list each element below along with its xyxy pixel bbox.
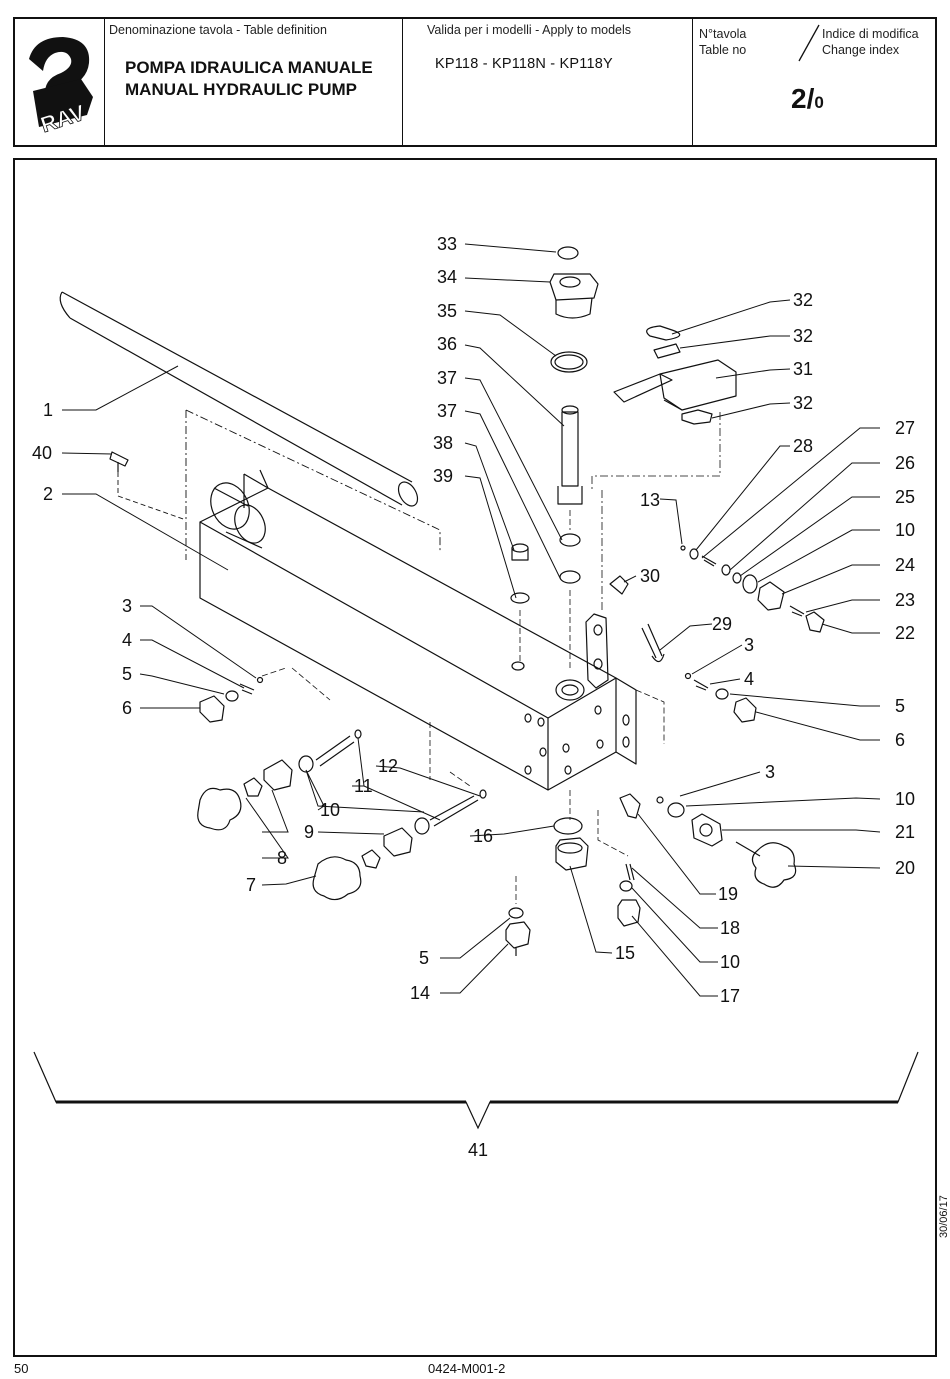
- label-11: 11: [354, 776, 373, 796]
- logo-cell: RAV: [15, 19, 105, 145]
- revision-date: 30/06/17: [938, 1195, 950, 1238]
- label-20: 20: [895, 858, 915, 878]
- part-right-check-valve: [635, 672, 757, 744]
- label-26: 26: [895, 453, 915, 473]
- rav-logo: RAV: [29, 37, 93, 138]
- label-1: 1: [43, 400, 53, 420]
- definition-caption: Denominazione tavola - Table definition: [109, 23, 327, 37]
- label-32-lower: 32: [793, 393, 813, 413]
- diagram-frame: [13, 158, 937, 1357]
- label-3-right: 3: [744, 635, 754, 655]
- label-3-left: 3: [122, 596, 132, 616]
- table-no-italian: N°tavola: [699, 27, 747, 41]
- part-lever-bracket: [591, 325, 737, 610]
- document-code: 0424-M001-2: [428, 1361, 506, 1376]
- label-14: 14: [410, 983, 430, 1003]
- label-32-middle: 32: [793, 326, 813, 346]
- label-5-left: 5: [122, 664, 132, 684]
- part-handle-tube: [59, 291, 419, 507]
- change-index-italian: Indice di modifica: [822, 27, 919, 41]
- label-4-right: 4: [744, 669, 754, 689]
- label-5-right: 5: [895, 696, 905, 716]
- label-10-bottom: 10: [720, 952, 740, 972]
- slash-divider: [798, 24, 820, 62]
- label-19: 19: [718, 884, 738, 904]
- label-6-left: 6: [122, 698, 132, 718]
- label-23: 23: [895, 590, 915, 610]
- label-2: 2: [43, 484, 53, 504]
- label-40: 40: [32, 443, 52, 463]
- label-10-upper: 10: [895, 520, 915, 540]
- page-number: 50: [14, 1361, 29, 1376]
- change-index-english: Change index: [822, 43, 900, 57]
- label-17: 17: [720, 986, 740, 1006]
- label-34: 34: [437, 267, 457, 287]
- title-italian: POMPA IDRAULICA MANUALE: [125, 58, 373, 77]
- label-37a: 37: [437, 368, 457, 388]
- label-25: 25: [895, 487, 915, 507]
- part-piston-assembly: [510, 246, 599, 670]
- label-12: 12: [378, 756, 398, 776]
- label-16: 16: [473, 826, 493, 846]
- models-caption: Valida per i modelli - Apply to models: [427, 23, 632, 37]
- part-wing-screw-40: [109, 451, 187, 521]
- label-31: 31: [793, 359, 813, 379]
- table-number: 2/0: [791, 83, 824, 114]
- label-38: 38: [433, 433, 453, 453]
- label-4-left: 4: [122, 630, 132, 650]
- label-27: 27: [895, 418, 915, 438]
- label-28: 28: [793, 436, 813, 456]
- table-no-english: Table no: [699, 43, 747, 57]
- label-8: 8: [277, 848, 287, 868]
- models-cell: Valida per i modelli - Apply to models K…: [403, 19, 693, 145]
- table-definition-cell: Denominazione tavola - Table definition …: [105, 19, 403, 145]
- label-37b: 37: [437, 401, 457, 421]
- label-24: 24: [895, 555, 915, 575]
- title-english: MANUAL HYDRAULIC PUMP: [125, 80, 358, 99]
- label-22: 22: [895, 623, 915, 643]
- label-41: 41: [468, 1140, 488, 1160]
- label-10-left: 10: [320, 800, 340, 820]
- label-35: 35: [437, 301, 457, 321]
- part-left-check-valve: [199, 667, 287, 723]
- label-36: 36: [437, 334, 457, 354]
- part-release-valve: [619, 793, 797, 888]
- label-29: 29: [712, 614, 732, 634]
- brace-41: [33, 1051, 919, 1130]
- label-3-lower: 3: [765, 762, 775, 782]
- models-list: KP118 - KP118N - KP118Y: [435, 56, 613, 72]
- part-labels: 33 34 35 36 37 37 38 39 1 40 2 3 4 5 6 7…: [32, 234, 915, 1160]
- label-5-bottom: 5: [419, 948, 429, 968]
- label-9: 9: [304, 822, 314, 842]
- label-13: 13: [640, 490, 660, 510]
- label-18: 18: [720, 918, 740, 938]
- label-21: 21: [895, 822, 915, 842]
- part-pump-body: [199, 469, 637, 791]
- label-10-right: 10: [895, 789, 915, 809]
- label-32-upper: 32: [793, 290, 813, 310]
- label-15: 15: [615, 943, 635, 963]
- label-30: 30: [640, 566, 660, 586]
- label-7: 7: [246, 875, 256, 895]
- label-33: 33: [437, 234, 457, 254]
- label-39: 39: [433, 466, 453, 486]
- table-number-cell: N°tavola Table no Indice di modifica Cha…: [693, 19, 937, 145]
- part-left-valve-train: [197, 667, 487, 901]
- part-right-valve-train: [609, 545, 825, 633]
- part-bottom-plugs: [505, 790, 641, 956]
- label-6-right: 6: [895, 730, 905, 750]
- title-block: RAV Denominazione tavola - Table definit…: [13, 17, 937, 147]
- part-lever-fork: [585, 613, 665, 689]
- leader-lines: [61, 243, 881, 997]
